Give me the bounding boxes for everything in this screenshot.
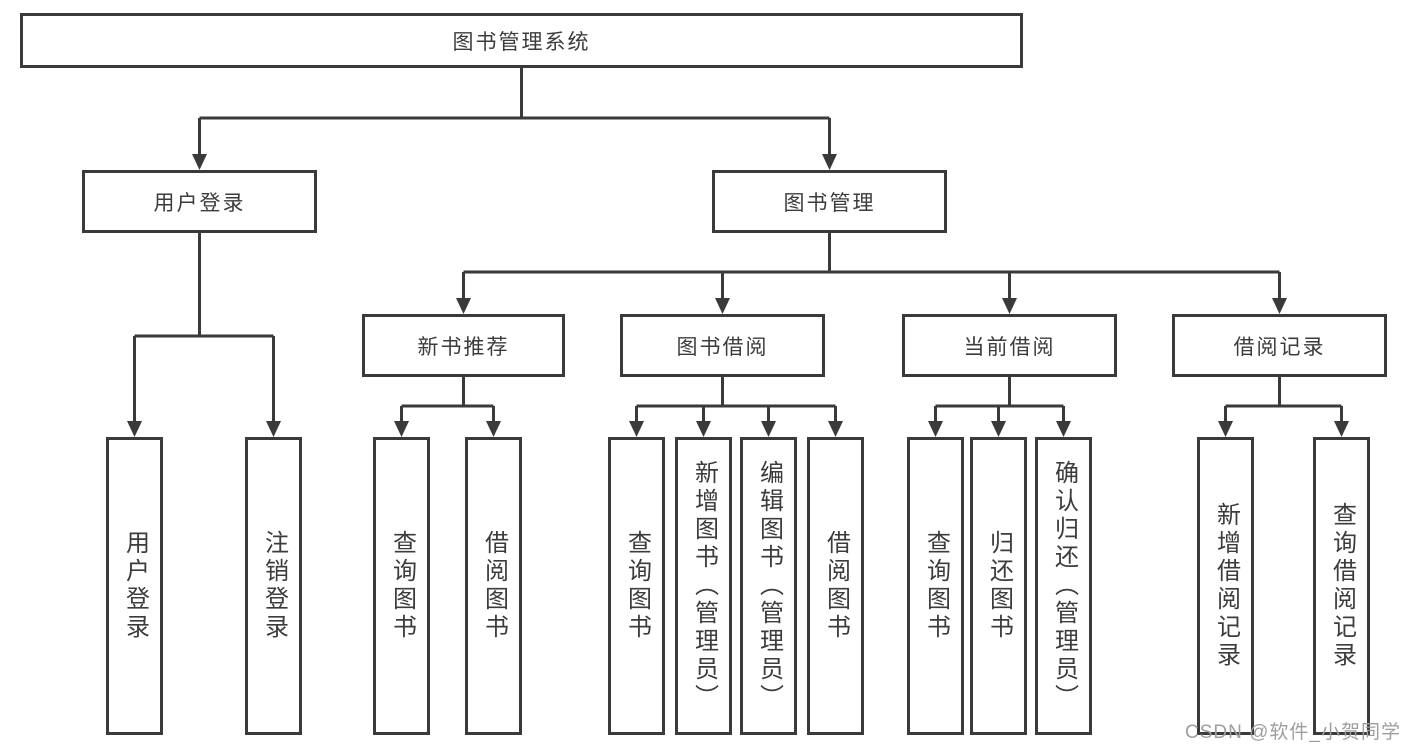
leaf-edit-books-admin: 编辑图书（管理员） xyxy=(740,437,797,735)
leaf-query-books-current: 查询图书 xyxy=(907,437,964,735)
node-book-management: 图书管理 xyxy=(712,170,947,233)
arrow-down-icon xyxy=(822,154,837,170)
arrow-down-icon xyxy=(1334,421,1349,437)
leaf-query-books-borrowing: 查询图书 xyxy=(608,437,665,735)
arrow-down-icon xyxy=(1272,298,1287,314)
node-root: 图书管理系统 xyxy=(20,13,1023,68)
leaf-logout: 注销登录 xyxy=(245,437,302,735)
node-user-login: 用户登录 xyxy=(82,170,317,233)
arrow-down-icon xyxy=(715,298,730,314)
leaf-borrow-books-recommend: 借阅图书 xyxy=(465,437,522,735)
node-borrow-records: 借阅记录 xyxy=(1172,314,1387,377)
arrow-down-icon xyxy=(828,421,843,437)
leaf-user-login: 用户登录 xyxy=(106,437,163,735)
leaf-return-books: 归还图书 xyxy=(970,437,1027,735)
node-current-borrowing: 当前借阅 xyxy=(902,314,1117,377)
leaf-borrow-books: 借阅图书 xyxy=(807,437,864,735)
arrow-down-icon xyxy=(266,421,281,437)
leaf-query-borrow-record: 查询借阅记录 xyxy=(1313,437,1370,735)
arrow-down-icons xyxy=(127,154,1349,437)
arrow-down-icon xyxy=(629,421,644,437)
arrow-down-icon xyxy=(486,421,501,437)
arrow-down-icon xyxy=(761,421,776,437)
arrow-down-icon xyxy=(928,421,943,437)
arrow-down-icon xyxy=(127,421,142,437)
arrow-down-icon xyxy=(696,421,711,437)
arrow-down-icon xyxy=(192,154,207,170)
leaf-add-books-admin: 新增图书（管理员） xyxy=(675,437,732,735)
arrow-down-icon xyxy=(394,421,409,437)
leaf-confirm-return-admin: 确认归还（管理员） xyxy=(1035,437,1092,735)
arrow-down-icon xyxy=(1056,421,1071,437)
leaf-query-books-recommend: 查询图书 xyxy=(373,437,430,735)
connector-path xyxy=(133,68,1343,423)
node-book-borrowing: 图书借阅 xyxy=(620,314,825,377)
arrow-down-icon xyxy=(1002,298,1017,314)
arrow-down-icon xyxy=(456,298,471,314)
watermark: CSDN @软件_小贺同学 xyxy=(1185,722,1401,743)
leaf-add-borrow-record: 新增借阅记录 xyxy=(1197,437,1254,735)
node-new-book-recommend: 新书推荐 xyxy=(362,314,565,377)
arrow-down-icon xyxy=(1218,421,1233,437)
arrow-down-icon xyxy=(991,421,1006,437)
